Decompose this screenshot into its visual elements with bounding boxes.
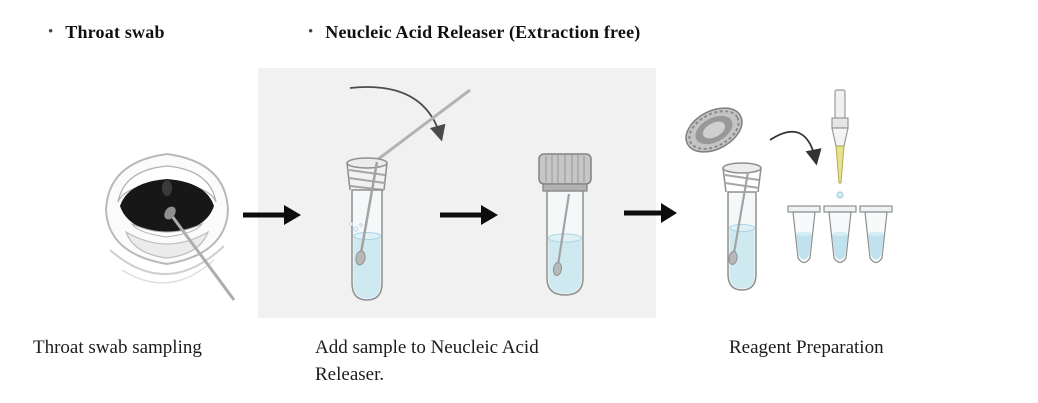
caption-throat-swab-sampling: Throat swab sampling — [33, 337, 202, 358]
open-tube-icon — [722, 162, 762, 291]
right-arrow-icon — [624, 203, 677, 223]
caption-add-sample: Add sample to Neucleic Acid Releaser. — [315, 337, 539, 385]
tube-with-swab-icon — [346, 86, 471, 301]
bullet-dot-icon: • — [48, 24, 54, 40]
screw-cap-icon — [685, 107, 743, 153]
reagent-preparation-icon — [685, 89, 893, 291]
pipette-icon — [831, 89, 849, 199]
curved-arrow-icon — [349, 86, 446, 142]
pcr-tube-strip-icon — [787, 205, 893, 264]
capped-tube-icon — [538, 153, 592, 296]
bullet-nucleic-acid-releaser: • Neucleic Acid Releaser (Extraction fre… — [308, 22, 641, 43]
highlight-panel — [258, 68, 656, 318]
curved-arrow-icon — [769, 130, 822, 166]
right-arrow-icon — [440, 205, 498, 225]
bullet-label-throat-swab: Throat swab — [65, 22, 165, 42]
open-mouth-with-swab-icon — [104, 152, 236, 301]
bullet-throat-swab: • Throat swab — [48, 22, 165, 43]
bullet-label-nucleic-acid-releaser: Neucleic Acid Releaser (Extraction free) — [325, 22, 641, 42]
droplet-icon — [836, 191, 844, 199]
right-arrow-icon — [243, 205, 301, 225]
caption-reagent-preparation: Reagent Preparation — [729, 337, 884, 358]
bullet-dot-icon: • — [308, 24, 314, 40]
